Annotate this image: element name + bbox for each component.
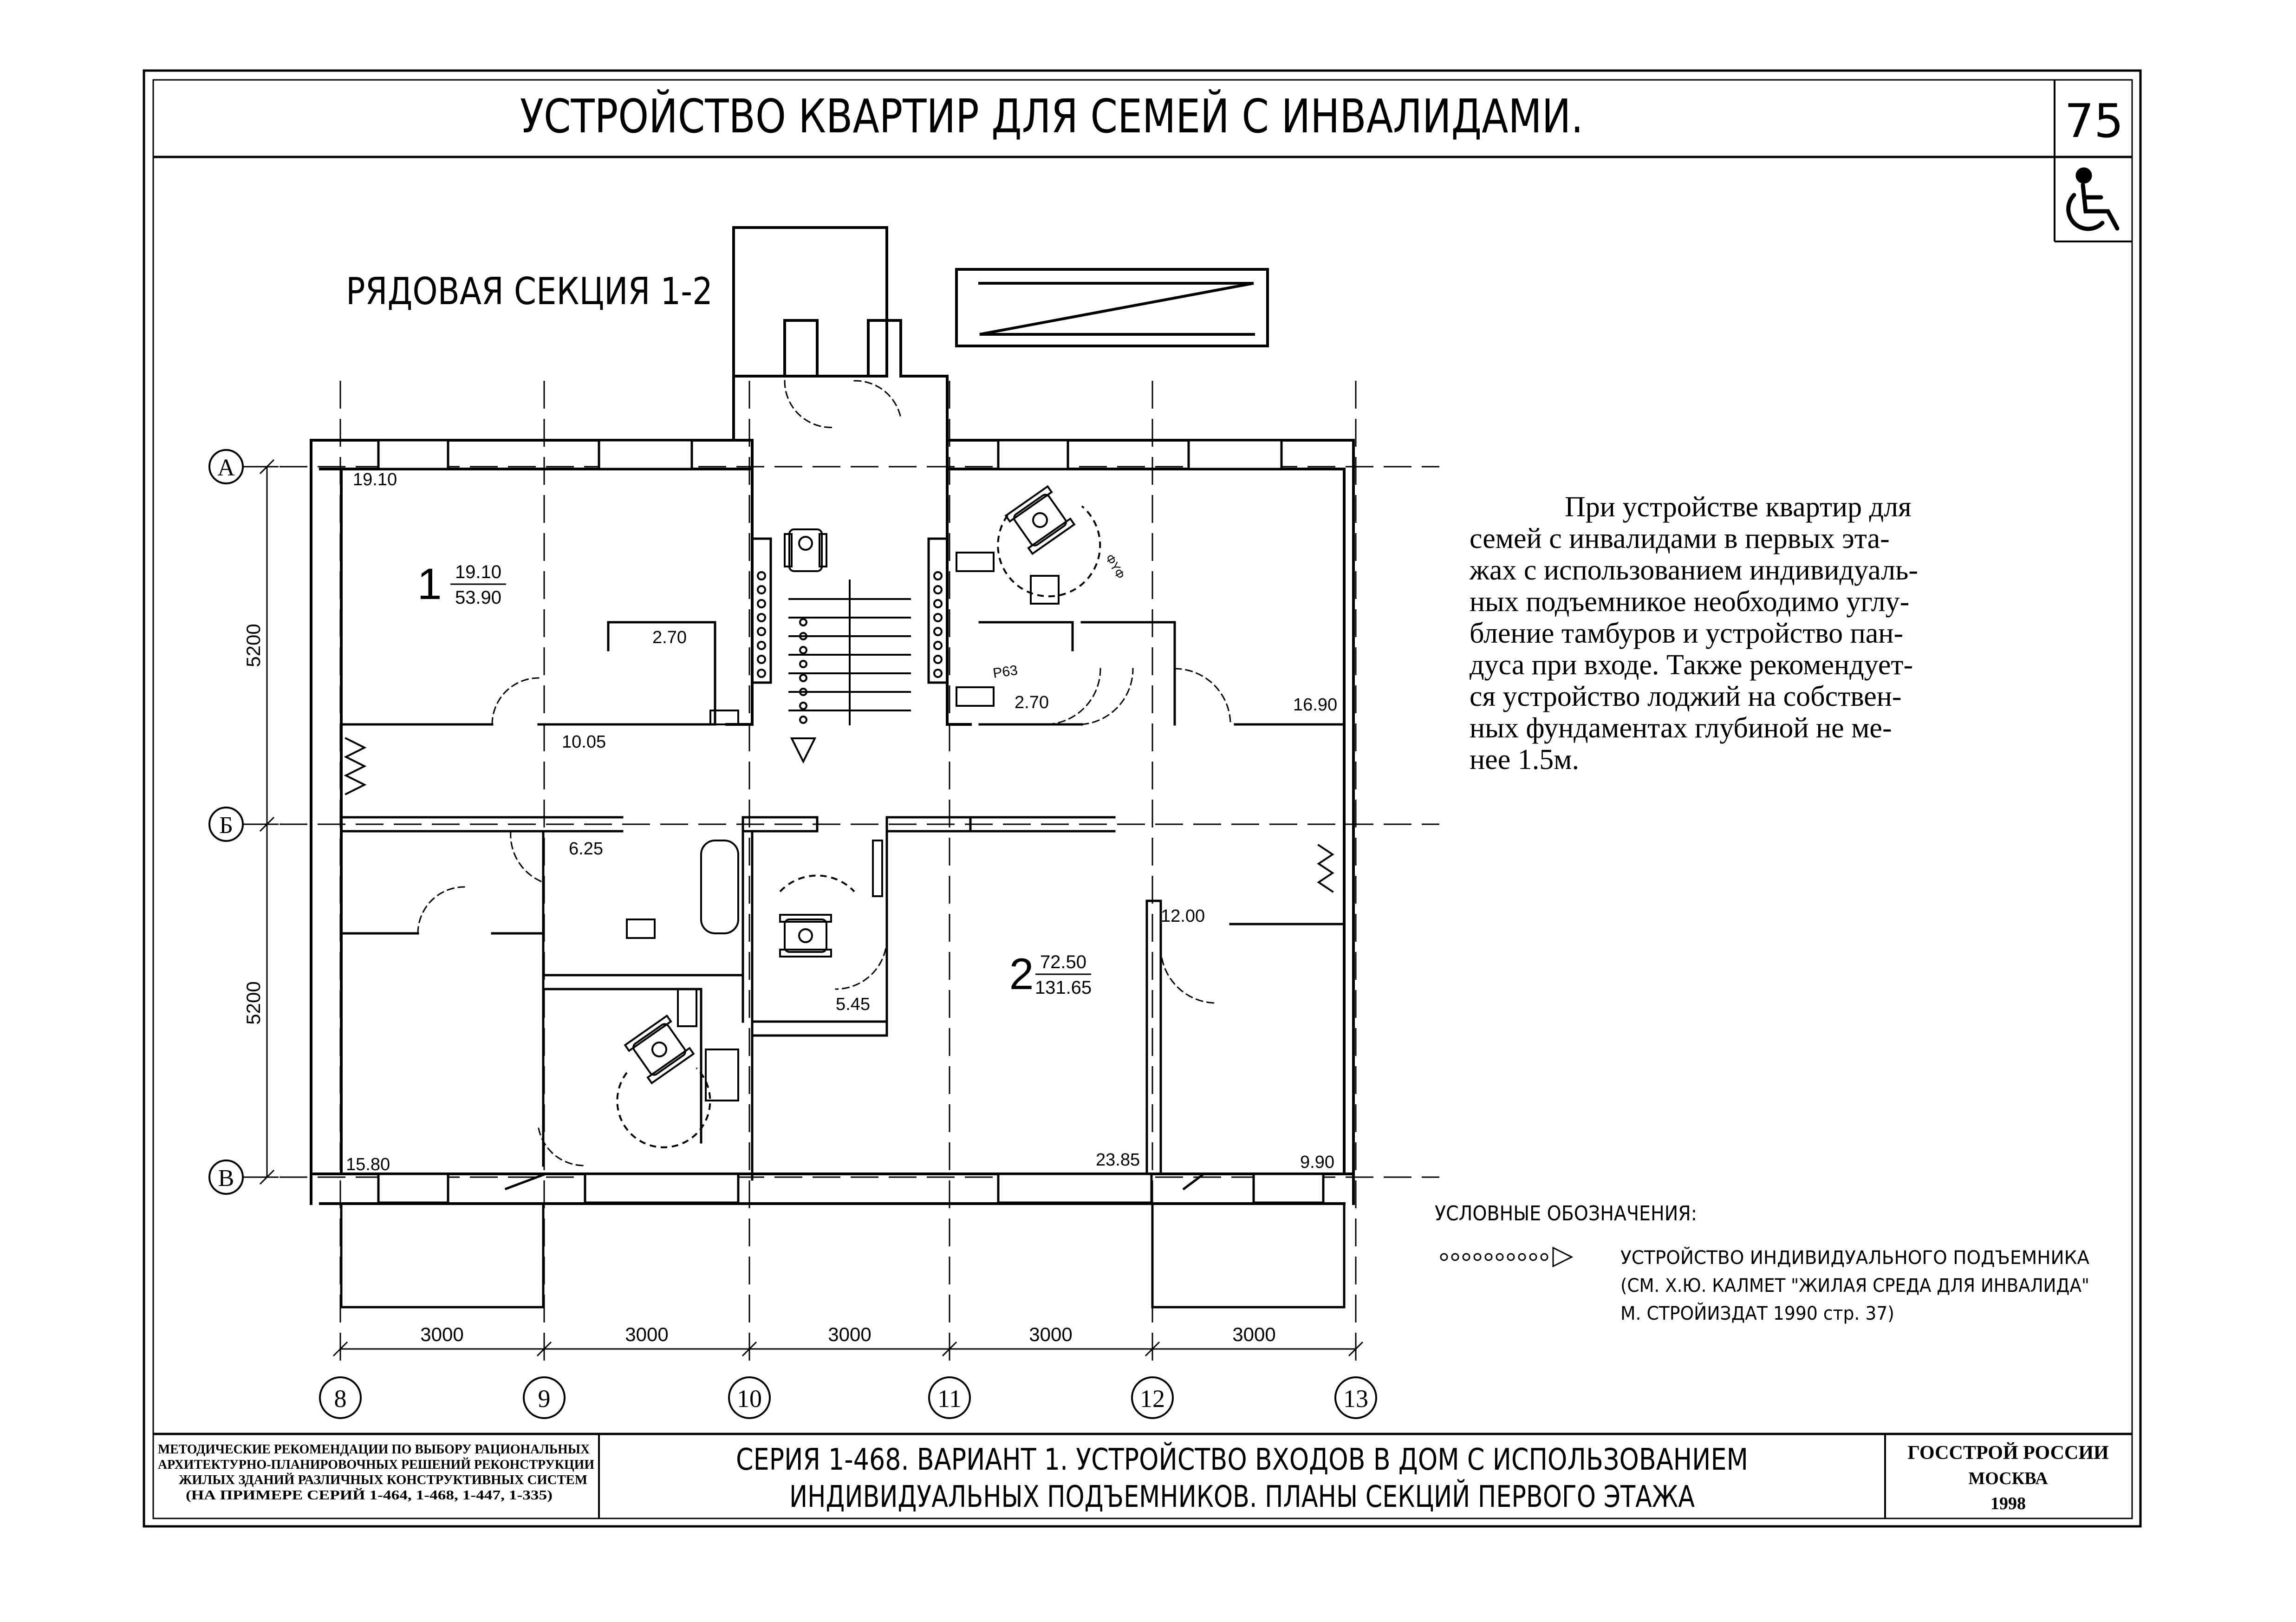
room-area-label: 2.70 <box>1015 693 1049 712</box>
apt1-total-area: 53.90 <box>455 587 501 608</box>
description-text: При устройстве квартир для семей с инвал… <box>1469 491 1918 775</box>
title-block-left: МЕТОДИЧЕСКИЕ РЕКОМЕНДАЦИИ ПО ВЫБОРУ РАЦИ… <box>158 1442 594 1503</box>
room-area-label: 5.45 <box>836 995 870 1014</box>
plan-small-label: Р63 <box>992 663 1018 681</box>
description-line: ных подъемникое необходимо углу- <box>1470 586 1909 618</box>
axis-label-col-13: 13 <box>1343 1385 1368 1413</box>
axis-label-col-9: 9 <box>538 1385 551 1413</box>
description-line: ных фундаментах глубиной не ме- <box>1470 712 1892 744</box>
dim-vertical-upper: 5200 <box>242 624 264 667</box>
room-area-label: 12.00 <box>1161 906 1205 926</box>
plan-small-label: ΦΥΦ <box>1103 552 1128 581</box>
room-area-label: 2.70 <box>652 628 687 647</box>
legend-item-line2: (СМ. Х.Ю. КАЛМЕТ "ЖИЛАЯ СРЕДА ДЛЯ ИНВАЛИ… <box>1620 1275 2089 1296</box>
legend-item-line3: М. СТРОЙИЗДАТ 1990 стр. 37) <box>1620 1302 1894 1324</box>
title-block-center-line2: ИНДИВИДУАЛЬНЫХ ПОДЪЕМНИКОВ. ПЛАНЫ СЕКЦИЙ… <box>789 1479 1695 1514</box>
title-block-center-line1: СЕРИЯ 1-468. ВАРИАНТ 1. УСТРОЙСТВО ВХОДО… <box>736 1442 1748 1477</box>
description-line: При устройстве квартир для <box>1565 491 1912 523</box>
axis-label-col-11: 11 <box>937 1385 962 1413</box>
apt2-number: 2 <box>1009 950 1034 999</box>
dim-horizontal-5: 3000 <box>1232 1323 1275 1345</box>
sheet-frame <box>143 69 2142 1528</box>
axis-label-col-10: 10 <box>737 1385 762 1413</box>
apt1-number: 1 <box>417 560 442 609</box>
dim-vertical-lower: 5200 <box>242 981 264 1024</box>
room-area-label: 6.25 <box>569 839 603 859</box>
legend-title: УСЛОВНЫЕ ОБОЗНАЧЕНИЯ: <box>1435 1202 1697 1225</box>
axis-label-col-8: 8 <box>334 1385 347 1413</box>
dimension-lines <box>258 459 1364 1357</box>
description-line: ся устройство лоджий на собствен- <box>1470 681 1902 712</box>
sheet-title: УСТРОЙСТВО КВАРТИР ДЛЯ СЕМЕЙ С ИНВАЛИДАМ… <box>520 89 1583 143</box>
title-block-right-line: МОСКВА <box>1968 1469 2048 1488</box>
apt2-living-area: 72.50 <box>1040 952 1086 972</box>
description-line: жах с использованием индивидуаль- <box>1469 554 1918 586</box>
title-block-left-line: АРХИТЕКТУРНО-ПЛАНИРОВОЧНЫХ РЕШЕНИЙ РЕКОН… <box>158 1458 594 1472</box>
page-number: 75 <box>2064 94 2123 148</box>
wheelchair-icon <box>2066 167 2120 231</box>
room-area-label: 15.80 <box>346 1155 390 1174</box>
col-axis-bubbles <box>319 1376 1377 1419</box>
description-line: бление тамбуров и устройство пан- <box>1470 618 1903 649</box>
section-title: РЯДОВАЯ СЕКЦИЯ 1-2 <box>346 270 713 313</box>
dim-horizontal-1: 3000 <box>420 1323 463 1345</box>
row-axis-bubbles <box>208 449 244 1195</box>
lift-path <box>757 571 943 764</box>
title-block-right-line: 1998 <box>1990 1494 2026 1513</box>
apt1-living-area: 19.10 <box>455 562 501 582</box>
floor-plan <box>310 226 1355 1309</box>
description-line: дуса при входе. Также рекомендует- <box>1470 649 1913 681</box>
axis-label-row-a: А <box>217 455 235 481</box>
room-area-label: 10.05 <box>562 732 606 752</box>
dim-horizontal-4: 3000 <box>1029 1323 1072 1345</box>
room-area-label: 16.90 <box>1293 695 1337 715</box>
title-block-left-line: МЕТОДИЧЕСКИЕ РЕКОМЕНДАЦИИ ПО ВЫБОРУ РАЦИ… <box>158 1442 590 1457</box>
title-block-left-line: ЖИЛЫХ ЗДАНИЙ РАЗЛИЧНЫХ КОНСТРУКТИВНЫХ СИ… <box>179 1473 587 1487</box>
description-line: нее 1.5м. <box>1470 744 1579 775</box>
title-block-right-line: ГОССТРОЙ РОССИИ <box>1907 1442 2108 1464</box>
axis-label-row-b: Б <box>219 812 233 839</box>
legend-lift-symbol <box>1440 1246 1574 1268</box>
axis-label-row-v: В <box>218 1165 234 1192</box>
dim-horizontal-2: 3000 <box>625 1323 668 1345</box>
title-block-left-line: (НА ПРИМЕРЕ СЕРИЙ 1-464, 1-468, 1-447, 1… <box>186 1488 553 1503</box>
apt2-total-area: 131.65 <box>1035 977 1092 998</box>
room-area-label: 9.90 <box>1300 1153 1334 1172</box>
grid-axes <box>241 381 1439 1370</box>
dim-horizontal-3: 3000 <box>828 1323 871 1345</box>
axis-label-col-12: 12 <box>1140 1385 1165 1413</box>
wheelchair-plan-symbols <box>616 485 1101 1148</box>
description-line: семей с инвалидами в первых эта- <box>1470 523 1890 554</box>
room-area-label: 23.85 <box>1096 1150 1140 1170</box>
legend-item-line1: УСТРОЙСТВО ИНДИВИДУАЛЬНОГО ПОДЪЕМНИКА <box>1620 1246 2090 1269</box>
room-area-label: 19.10 <box>353 470 397 489</box>
